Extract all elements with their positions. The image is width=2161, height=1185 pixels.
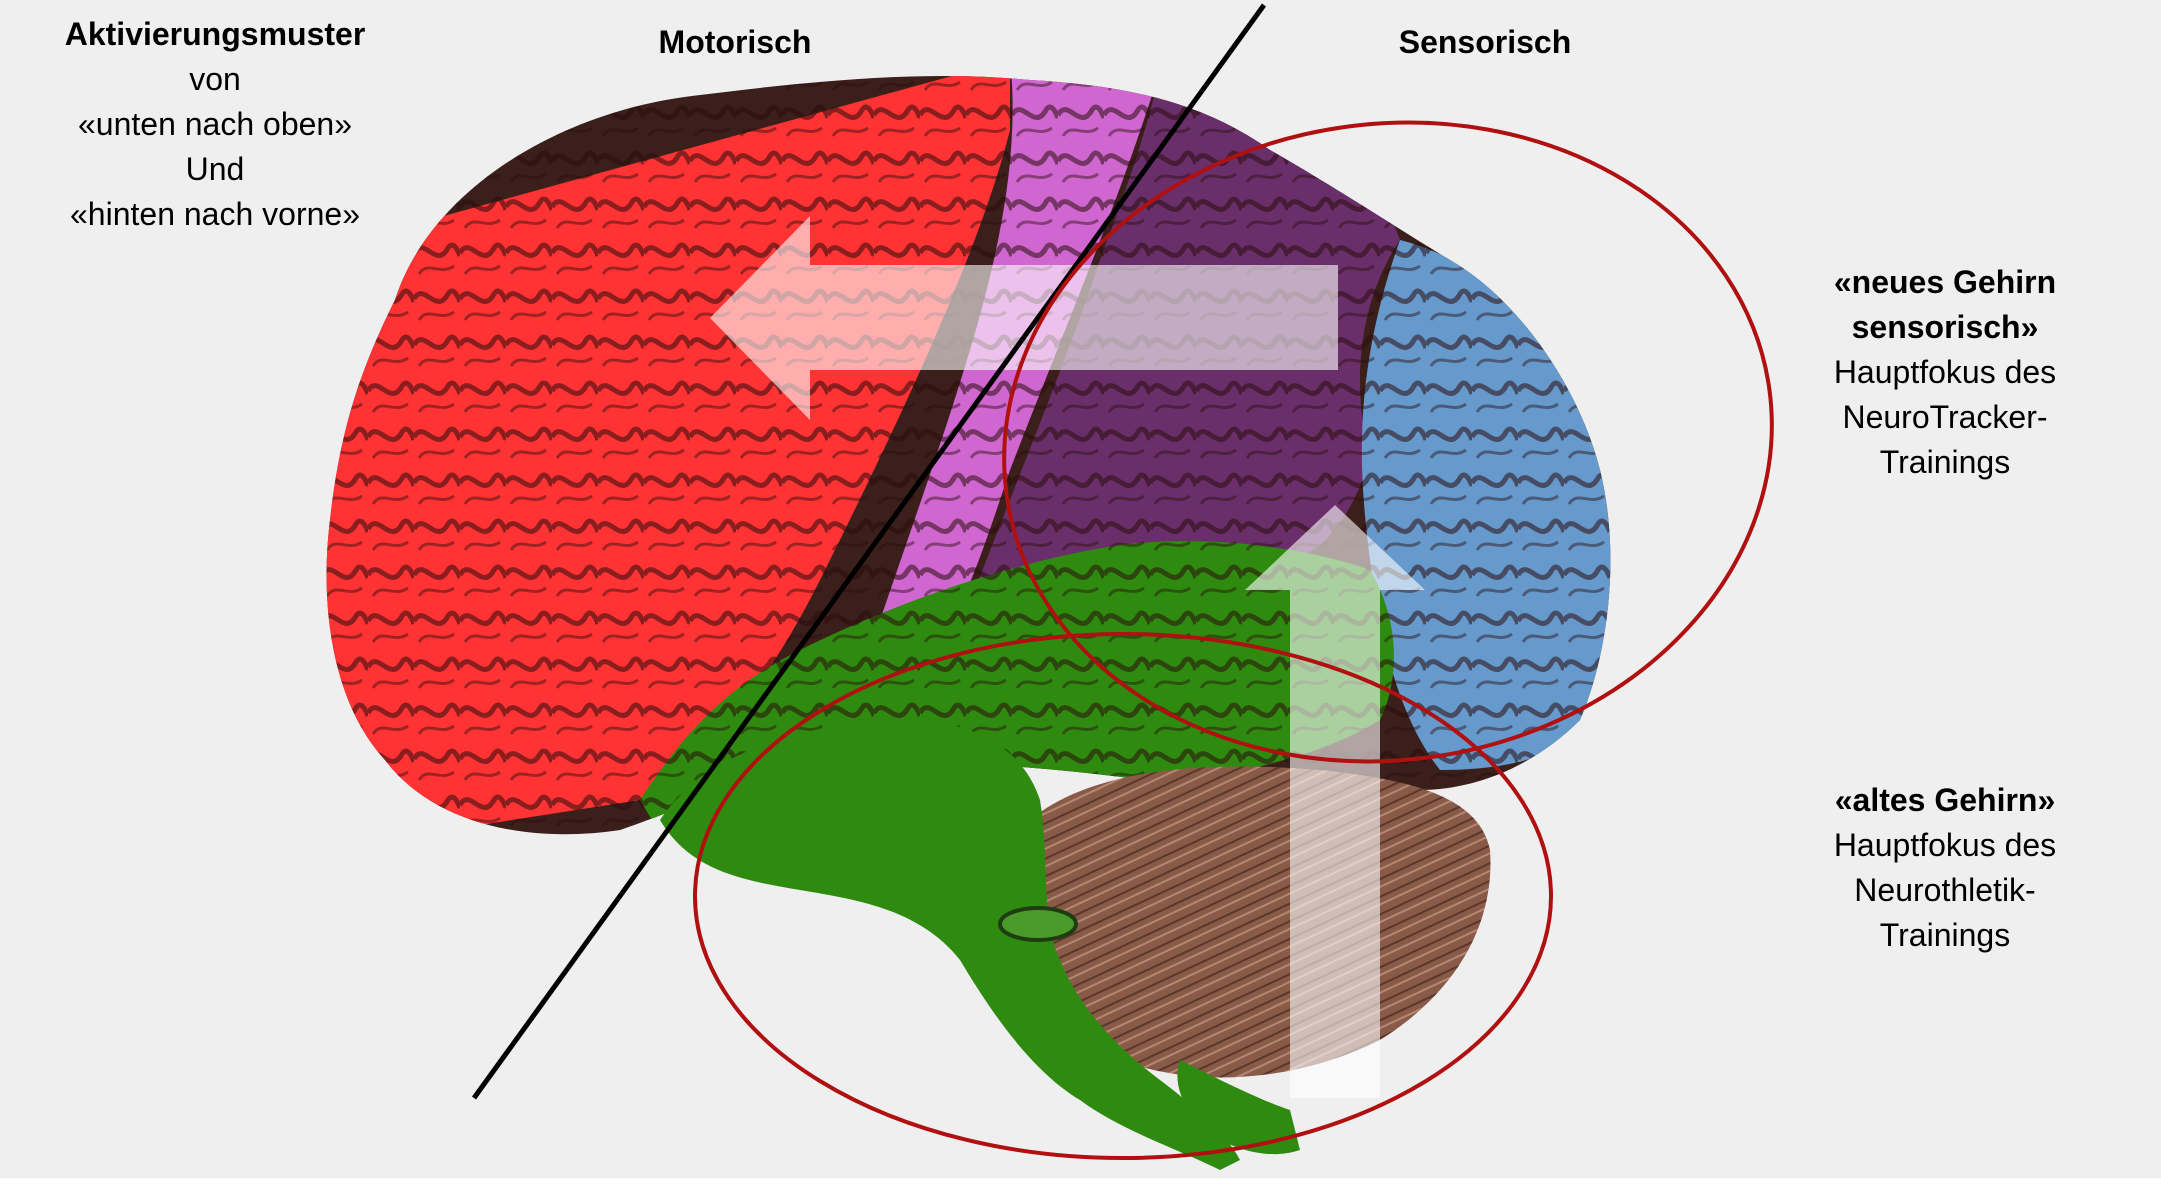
activation-note-line2: «unten nach oben»: [77, 106, 353, 142]
new-brain-ellipse: [1002, 120, 1774, 764]
temporal-oval: [998, 906, 1078, 942]
inferior-temporal: [660, 719, 1240, 1170]
motor-sensory-divider: [471, 3, 1267, 1100]
arrow-back-to-front: [710, 216, 1338, 420]
activation-note-line3: Und: [185, 151, 245, 187]
old-brain-line2: Neurothletik-: [1854, 872, 2036, 908]
old-brain-ellipse: [693, 632, 1553, 1160]
activation-note: Aktivierungsmuster von «unten nach oben»…: [30, 12, 400, 237]
motor-header-text: Motorisch: [658, 24, 812, 60]
brain-stem: [1177, 1060, 1300, 1155]
new-brain-line1: Hauptfokus des: [1833, 354, 2057, 390]
sensory-header-text: Sensorisch: [1398, 24, 1572, 60]
old-brain-label: «altes Gehirn» Hauptfokus des Neurothlet…: [1790, 778, 2100, 958]
new-brain-title-line2: sensorisch»: [1851, 309, 2039, 345]
activation-note-line4: «hinten nach vorne»: [70, 196, 360, 232]
new-brain-line3: Trainings: [1879, 444, 2011, 480]
new-brain-label: «neues Gehirn sensorisch» Hauptfokus des…: [1790, 260, 2100, 485]
activation-note-line1: von: [189, 61, 241, 97]
old-brain-line3: Trainings: [1879, 917, 2011, 953]
old-brain-title: «altes Gehirn»: [1834, 782, 2056, 818]
new-brain-title-line1: «neues Gehirn: [1833, 264, 2057, 300]
sensory-header: Sensorisch: [1350, 20, 1620, 65]
motor-header: Motorisch: [600, 20, 870, 65]
old-brain-line1: Hauptfokus des: [1833, 827, 2057, 863]
new-brain-line2: NeuroTracker-: [1842, 399, 2048, 435]
activation-note-title: Aktivierungsmuster: [64, 16, 366, 52]
bottom-strip: [0, 1178, 2161, 1185]
